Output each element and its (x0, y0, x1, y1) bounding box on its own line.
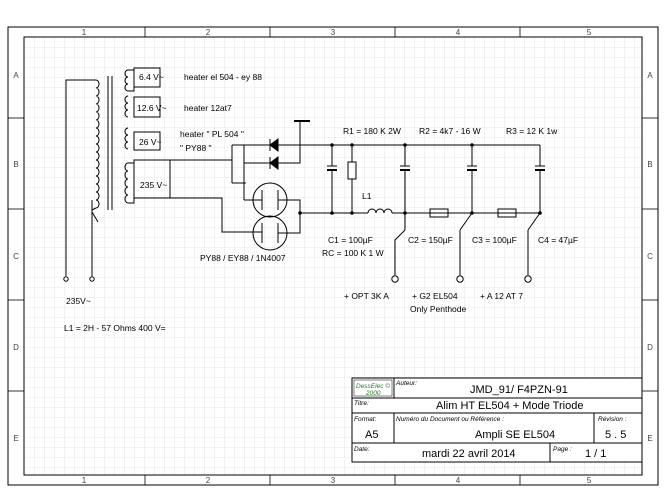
r2-label: R2 = 4k7 - 16 W (419, 126, 481, 136)
r1-label: R1 = 180 K 2W (343, 126, 401, 136)
col-label-3: 3 (331, 28, 336, 37)
author-value: JMD_91/ F4PZN-91 (470, 384, 568, 396)
col-label-5-bottom: 5 (587, 476, 592, 485)
title-label: Titre: (354, 400, 369, 407)
winding-12v6: 12.6 V~ (137, 103, 167, 113)
col-label-1: 1 (82, 28, 87, 37)
ruler-ticks (8, 27, 658, 485)
col-label-2: 2 (206, 28, 211, 37)
winding-26v: 26 V~ (139, 137, 161, 147)
row-label-c: C (13, 252, 19, 261)
junction-dots (298, 143, 542, 215)
format-value: A5 (365, 429, 378, 441)
inductor-label: L1 (362, 191, 372, 201)
col-label-4-bottom: 4 (456, 476, 461, 485)
rc-label: RC = 100 K 1 W (322, 248, 384, 258)
row-label-a: A (13, 71, 19, 80)
title-value: Alim HT EL504 + Mode Triode (436, 400, 583, 412)
rectifier-section (170, 120, 540, 251)
heater-label-py88: " PY88 " (180, 143, 212, 153)
page-value: 1 / 1 (585, 448, 606, 460)
row-label-d-right: D (647, 343, 653, 352)
col-label-3-bottom: 3 (331, 476, 336, 485)
c1-label: C1 = 100µF (328, 235, 373, 245)
choke-note: L1 = 2H - 57 Ohms 400 V= (64, 323, 166, 333)
c4-label: C4 = 47µF (538, 235, 578, 245)
docnum-label: Numéro du Document ou Référence : (396, 416, 504, 423)
row-label-e-right: E (647, 434, 652, 443)
c3-label: C3 = 100µF (472, 235, 517, 245)
col-label-1-bottom: 1 (82, 476, 87, 485)
row-label-c-right: C (647, 252, 653, 261)
date-value: mardi 22 avril 2014 (422, 448, 516, 460)
c2-label: C2 = 150µF (408, 235, 453, 245)
author-label: Auteur: (395, 380, 417, 387)
title-block (351, 377, 643, 463)
filter-section (327, 145, 545, 283)
r3-label: R3 = 12 K 1w (506, 126, 558, 136)
revision-label: Révision : (598, 416, 627, 423)
mains-voltage: 235V~ (66, 296, 91, 306)
rectifier-label: PY88 / EY88 / 1N4007 (200, 253, 286, 263)
ruler-labels: 1 2 3 4 5 1 2 3 4 5 A B C D E A B C D E (13, 28, 653, 485)
col-label-4: 4 (456, 28, 461, 37)
format-label: Format: (354, 416, 377, 423)
row-label-e: E (13, 434, 18, 443)
output-g2-note: Only Penthode (410, 304, 467, 314)
heater-label-pl504: heater " PL 504 " (180, 129, 244, 139)
docnum-value: Ampli SE EL504 (475, 429, 555, 441)
col-label-5: 5 (587, 28, 592, 37)
revision-value: 5 . 5 (605, 429, 626, 441)
transformer (65, 67, 171, 276)
date-label: Date: (354, 446, 370, 453)
heater-label-12at7: heater 12at7 (184, 103, 232, 113)
col-label-2-bottom: 2 (206, 476, 211, 485)
logo-line1: DessElec © (356, 382, 390, 390)
row-label-a-right: A (647, 71, 653, 80)
winding-235v: 235 V~ (140, 180, 167, 190)
heater-label-el504: heater el 504 - ey 88 (184, 72, 262, 82)
row-label-d: D (13, 343, 19, 352)
outer-frame (7, 26, 659, 486)
output-g2: + G2 EL504 (412, 291, 458, 301)
winding-6v4: 6.4 V~ (139, 72, 164, 82)
output-opt: + OPT 3K A (344, 291, 389, 301)
mains-terminals (63, 276, 95, 282)
row-label-b: B (13, 160, 18, 169)
row-label-b-right: B (647, 160, 652, 169)
output-12at7: + A 12 AT 7 (480, 291, 523, 301)
logo-line2: 2000 (365, 390, 381, 397)
page-label: Page : (553, 446, 572, 453)
